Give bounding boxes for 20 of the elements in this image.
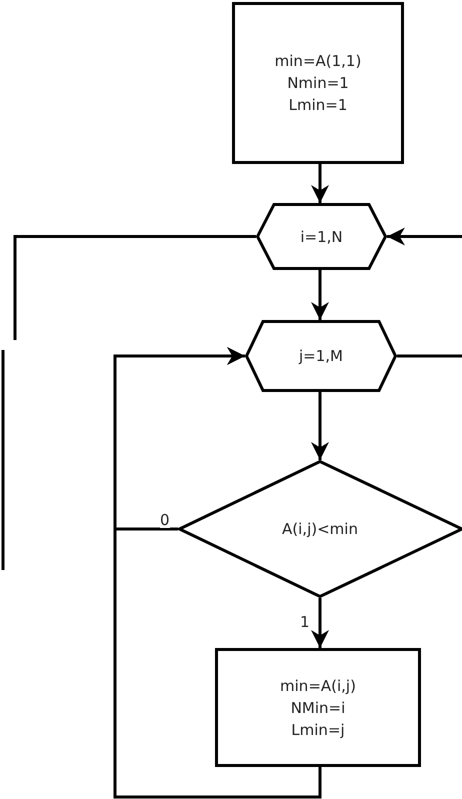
- edge-label: 1: [300, 614, 310, 630]
- loop-hexagon: [245, 320, 397, 392]
- node-text: A(i,j)<min: [282, 519, 358, 540]
- process-box: [232, 2, 404, 164]
- arrow: [311, 270, 329, 320]
- node-text: min=A(i,j) NMin=i Lmin=j: [279, 676, 357, 740]
- edge-label: 0: [160, 512, 170, 528]
- node-text: i=1,N: [300, 226, 343, 248]
- loop-hexagon: [256, 203, 387, 270]
- node-text: min=A(1,1) Nmin=1 Lmin=1: [274, 51, 362, 116]
- connector-line: [14, 235, 256, 340]
- arrow: [387, 228, 462, 246]
- arrow: [114, 347, 322, 798]
- decision-diamond: [178, 460, 462, 598]
- connector-line: [397, 354, 462, 358]
- node-text: j=1,M: [299, 346, 343, 367]
- arrow: [311, 598, 329, 648]
- process-box: [215, 648, 421, 767]
- arrow: [311, 164, 329, 203]
- arrow: [311, 392, 329, 460]
